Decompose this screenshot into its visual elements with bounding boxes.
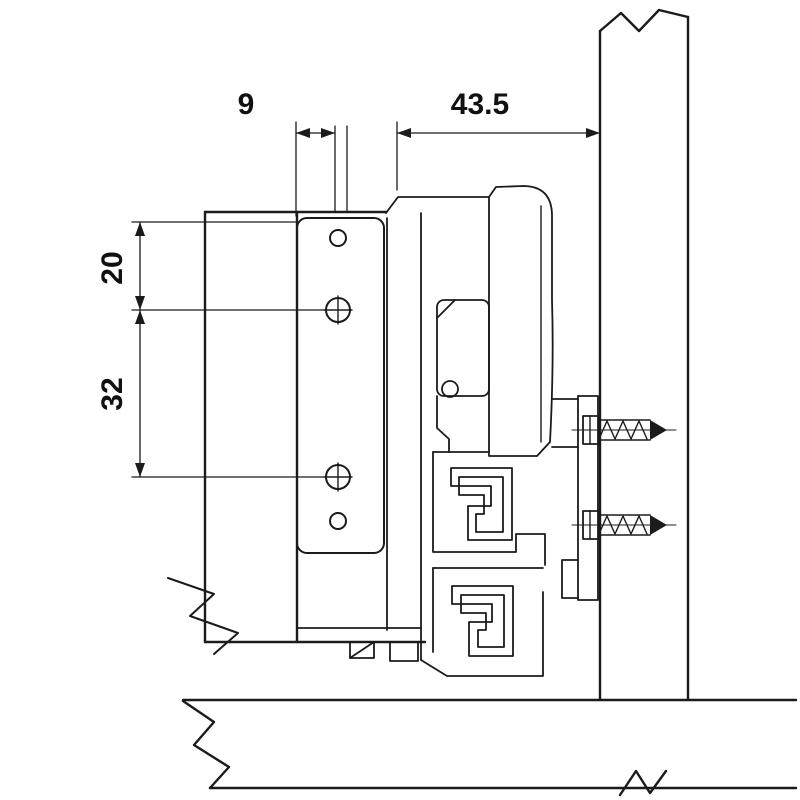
drawer-front-panel-break [167, 577, 239, 655]
dim20-arrow-down [135, 296, 145, 310]
screw-bottom-shank [598, 514, 651, 536]
dim-label-43-5: 43.5 [451, 88, 509, 121]
front-fixing-bracket [296, 217, 385, 554]
cabinet-side-panel-break [598, 8, 690, 33]
cabinet-rail-bar [577, 395, 599, 601]
front-clip-foot [389, 641, 419, 662]
bracket-hole-upper-cross [323, 295, 353, 325]
dimension-43-5 [396, 121, 601, 191]
dim32-arrow-down [135, 463, 145, 477]
dim-label-20: 20 [96, 251, 129, 284]
dim9-arrow-right [321, 128, 335, 138]
runner-rear-housing [488, 185, 554, 457]
dimensions [131, 121, 601, 478]
dimension-9 [295, 121, 348, 217]
latch-block-notch [436, 299, 456, 319]
dim-label-9: 9 [238, 88, 255, 121]
cabinet-bottom-panel [181, 698, 798, 797]
upper-hook-outer [450, 467, 513, 541]
screw-bottom-head [582, 510, 600, 540]
front-clip-body [349, 641, 375, 659]
dim9-arrow-left [296, 128, 310, 138]
dimension-20 [131, 221, 325, 311]
cabinet-bottom-panel-break-right [618, 769, 668, 797]
dim-label-32: 32 [96, 377, 129, 410]
cabinet-rail-foot [561, 559, 579, 599]
roller [441, 380, 459, 398]
screw-top-head [582, 415, 600, 445]
screw-bottom-threads [598, 515, 648, 535]
bracket-hole-top [329, 229, 347, 247]
runner-top-rail [385, 196, 490, 214]
bracket-hole-bottom [329, 512, 347, 530]
lower-hook-inner [460, 594, 505, 648]
front-clip [349, 641, 419, 662]
screw-top-shank [598, 419, 651, 441]
screw-top-threads [598, 420, 648, 440]
dim32-arrow-up [135, 310, 145, 324]
dim20-arrow-up [135, 222, 145, 236]
lower-channel-bottom [420, 591, 544, 677]
front-clip-diagonal [349, 641, 375, 659]
screw-top-tip [650, 420, 667, 440]
lower-cross-mark [323, 462, 353, 492]
bracket-hole-lower-cross [323, 462, 353, 492]
upper-hook-inner [458, 476, 504, 533]
latch-block [436, 299, 490, 397]
screw-bottom-tip [650, 515, 667, 535]
dim43-arrow-left [397, 128, 411, 138]
bracket-plate [296, 217, 385, 554]
drawer-runner-assembly [296, 185, 599, 677]
dimension-32 [131, 309, 325, 478]
dim43-arrow-right [586, 128, 600, 138]
latch-step [436, 395, 450, 453]
cabinet-bottom-panel-break-left [181, 699, 231, 790]
upper-channel-body [432, 451, 546, 566]
lower-hook-outer [451, 585, 514, 657]
cabinet-side-panel [598, 8, 690, 702]
mounting-screw-bottom [571, 510, 677, 540]
upper-cross-mark [323, 295, 353, 325]
cabinet-rail [551, 395, 599, 601]
mounting-screw-top [571, 415, 677, 445]
